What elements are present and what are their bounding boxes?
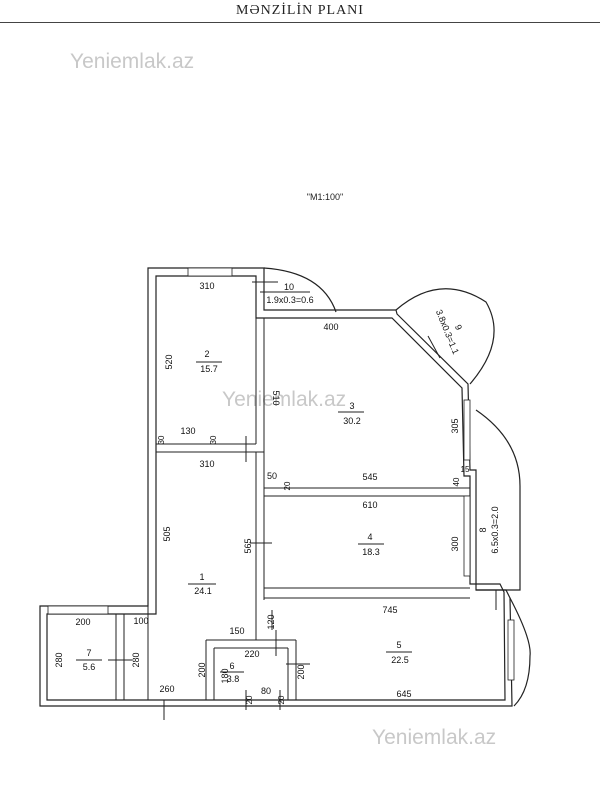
dimension-label: 565: [243, 538, 253, 553]
page-title: MƏNZİLİN PLANI: [236, 3, 364, 18]
dimension-label: 305: [450, 418, 460, 433]
dimension-label: 20: [283, 481, 292, 490]
room-5-area: 22.5: [391, 655, 409, 665]
dimension-label: 520: [164, 354, 174, 369]
dimension-label: 400: [323, 322, 338, 332]
watermark: Yeniemlak.az: [372, 726, 497, 749]
dimension-label: 280: [54, 652, 64, 667]
dimension-label: 510: [271, 390, 281, 405]
dimension-label: 40: [452, 477, 461, 486]
dimension-label: 20: [245, 695, 254, 704]
dimension-label: 610: [362, 500, 377, 510]
window: [463, 399, 471, 461]
dimension-label: 130: [180, 426, 195, 436]
dimension-label: 745: [382, 605, 397, 615]
balcony-10: [263, 267, 337, 313]
dimension-label: 50: [267, 471, 277, 481]
dimension-label: 30: [209, 435, 218, 444]
watermark: Yeniemlak.az: [70, 50, 195, 73]
dimension-label: 280: [131, 652, 141, 667]
room-9-area: 3.8x0.3=1.1: [434, 308, 461, 356]
dimension-label: 220: [244, 649, 259, 659]
room-4-area: 18.3: [362, 547, 380, 557]
balcony-8: [475, 409, 521, 591]
balcony-5-bay: [509, 597, 531, 707]
dimension-label: 200: [197, 662, 207, 677]
outer-wall: [39, 267, 513, 707]
dimension-label: 15: [461, 465, 470, 474]
room-10-number: 10: [284, 282, 294, 292]
room-6-number: 6: [229, 661, 234, 671]
room-3-area: 30.2: [343, 416, 361, 426]
room-6-area: 3.8: [227, 674, 240, 684]
room-2-number: 2: [204, 349, 209, 359]
dimension-label: 310: [199, 281, 214, 291]
room-9-number: 9: [453, 323, 464, 331]
dimension-label: 150: [229, 626, 244, 636]
room-3-number: 3: [349, 401, 354, 411]
dimension-label: 300: [450, 536, 460, 551]
room-8-number: 8: [478, 527, 488, 532]
window: [47, 605, 109, 615]
dimension-label: 200: [296, 664, 306, 679]
window: [187, 267, 233, 277]
window: [507, 619, 515, 681]
room-1-area: 24.1: [194, 586, 212, 596]
room-7-area: 5.6: [83, 662, 96, 672]
window: [463, 495, 471, 577]
room-2-area: 15.7: [200, 364, 218, 374]
dimension-label: 260: [159, 684, 174, 694]
dimension-label: 310: [199, 459, 214, 469]
dimension-label: 120: [266, 614, 276, 629]
scale-label: "M1:100": [306, 192, 344, 202]
room-5-number: 5: [396, 640, 401, 650]
dimension-label: 505: [162, 526, 172, 541]
dimension-label: 80: [261, 686, 271, 696]
room-8-area: 6.5x0.3=2.0: [490, 506, 500, 553]
room-4-number: 4: [367, 532, 372, 542]
dimension-label: 645: [396, 689, 411, 699]
room-1-number: 1: [199, 572, 204, 582]
balcony-9: [395, 288, 495, 385]
inner-wall: [46, 275, 506, 701]
dimension-label: 545: [362, 472, 377, 482]
dimension-label: 20: [277, 695, 286, 704]
room-10-area: 1.9x0.3=0.6: [266, 295, 313, 305]
dimension-label: 180: [220, 668, 230, 683]
dimension-label: 100: [133, 616, 148, 626]
dimension-label: 200: [75, 617, 90, 627]
header-divider: [0, 22, 600, 23]
room-7-number: 7: [86, 648, 91, 658]
dimension-label: 30: [157, 435, 166, 444]
watermark: Yeniemlak.az: [222, 388, 347, 411]
